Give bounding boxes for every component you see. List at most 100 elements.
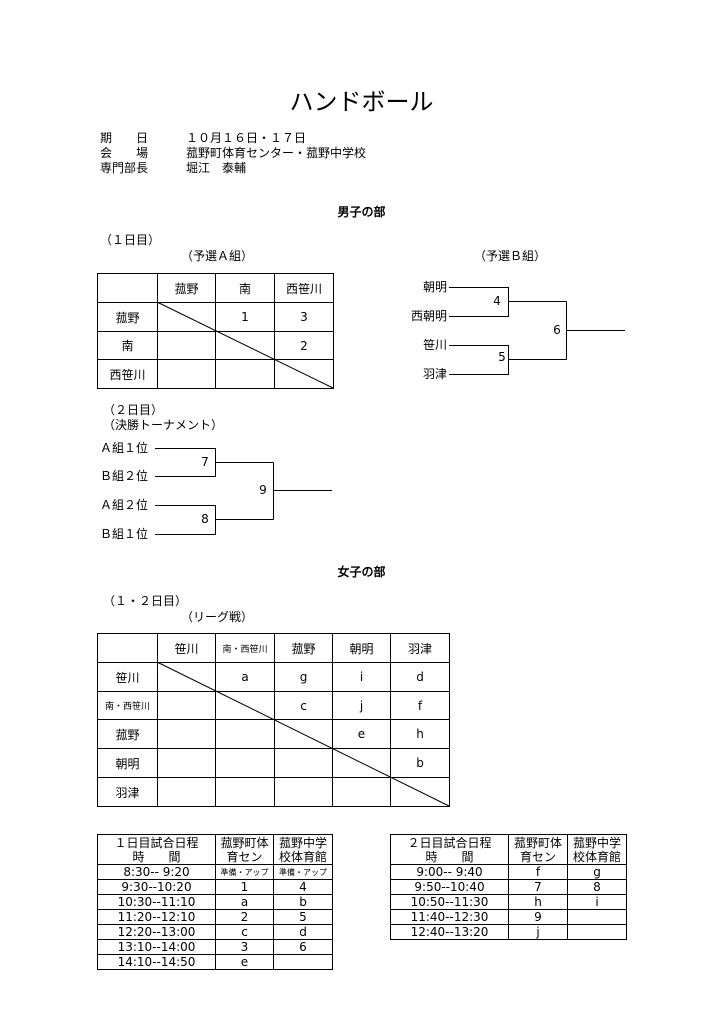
final-seed: Ｂ組１位: [100, 527, 149, 541]
girls-heading: 女子の部: [337, 565, 386, 579]
result-cell: [157, 359, 216, 389]
row-header: 笹川: [97, 662, 158, 692]
venue-line: 育セン: [226, 849, 263, 864]
match-number: 7: [201, 455, 209, 469]
match-cell: 8: [567, 879, 627, 895]
group-b-team: 朝明: [422, 280, 447, 294]
result-cell: i: [332, 662, 391, 692]
match-cell: 4: [273, 879, 333, 895]
group-b-bracket-match-4: [449, 287, 567, 317]
row-header: 南・西笹川: [97, 691, 158, 720]
row-header: 菰野: [97, 719, 158, 749]
venue-line: 菰野町体: [220, 835, 269, 850]
result-cell: [157, 748, 216, 778]
result-cell: [390, 777, 450, 807]
boys-day2-label: （２日目）: [103, 403, 164, 417]
row-header: 西笹川: [97, 359, 158, 389]
result-cell: [215, 691, 275, 720]
corner-cell: [97, 633, 158, 663]
row-header: 朝明: [97, 748, 158, 778]
group-b-team: 西朝明: [410, 309, 447, 323]
day2-schedule-table: ２日目試合日程 時 間 菰野町体 育セン 菰野中学 校体育館 9:00-- 9:…: [390, 834, 627, 940]
match-cell: h: [508, 894, 568, 910]
info-value-venue: 菰野町体育センター・菰野中学校: [186, 146, 367, 160]
match-number: 8: [201, 512, 209, 526]
venue-header: 菰野中学 校体育館: [567, 834, 627, 865]
result-cell: d: [390, 662, 450, 692]
result-cell: g: [274, 662, 333, 692]
time-cell: 10:30--11:10: [97, 894, 216, 910]
match-cell: 6: [273, 939, 333, 955]
result-cell: 2: [274, 331, 334, 360]
girls-league-table: 笹川 南・西笹川 菰野 朝明 羽津 笹川 a g i d 南・西笹川 c j f…: [97, 633, 450, 807]
result-cell: [274, 719, 333, 749]
result-cell: 3: [274, 302, 334, 332]
time-cell: 13:10--14:00: [97, 939, 216, 955]
result-cell: [157, 662, 216, 692]
boys-heading: 男子の部: [337, 205, 386, 219]
venue-line: 校体育館: [278, 849, 327, 864]
result-cell: [215, 777, 275, 807]
final-bracket-match-7: [155, 448, 274, 477]
group-a-table: 菰野 南 西笹川 菰野 1 3 南 2 西笹川: [97, 273, 334, 389]
result-cell: [274, 777, 333, 807]
match-cell: 準備・アップ: [273, 864, 333, 880]
match-cell: [567, 909, 627, 925]
time-cell: 11:20--12:10: [97, 909, 216, 925]
match-cell: e: [215, 954, 274, 970]
match-cell: i: [567, 894, 627, 910]
row-header: 南: [97, 331, 158, 360]
group-b-bracket-match-5: [449, 345, 567, 375]
result-cell: [215, 331, 275, 360]
col-header: 羽津: [390, 633, 450, 663]
match-cell: 3: [215, 939, 274, 955]
schedule-title-cell: ２日目試合日程 時 間: [390, 834, 509, 865]
result-cell: [157, 331, 216, 360]
result-cell: h: [390, 719, 450, 749]
final-seed: Ａ組２位: [100, 498, 149, 512]
venue-line: 菰野中学: [278, 835, 327, 850]
venue-line: 菰野中学: [572, 835, 621, 850]
girls-days-label: （１・２日目）: [103, 594, 188, 608]
result-cell: [332, 777, 391, 807]
time-cell: 8:30-- 9:20: [97, 864, 216, 880]
match-cell: 準備・アップ: [215, 864, 274, 880]
match-cell: j: [508, 924, 568, 940]
time-cell: 12:40--13:20: [390, 924, 509, 940]
final-label: （決勝トーナメント）: [103, 418, 224, 432]
info-label-director: 専門部長: [100, 161, 149, 175]
result-cell: [157, 302, 216, 332]
time-header: 時 間: [425, 849, 474, 864]
result-cell: [157, 777, 216, 807]
boys-day1-label: （１日目）: [100, 233, 161, 247]
match-cell: 1: [215, 879, 274, 895]
match-cell: 9: [508, 909, 568, 925]
time-cell: 9:50--10:40: [390, 879, 509, 895]
result-cell: [215, 359, 275, 389]
schedule-title: ２日目試合日程: [407, 835, 492, 850]
col-header: 菰野: [274, 633, 333, 663]
col-header: 朝明: [332, 633, 391, 663]
match-cell: [273, 954, 333, 970]
venue-line: 育セン: [519, 849, 556, 864]
result-cell: a: [215, 662, 275, 692]
match-cell: b: [273, 894, 333, 910]
time-header: 時 間: [132, 849, 181, 864]
venue-line: 菰野町体: [513, 835, 562, 850]
result-cell: [157, 719, 216, 749]
result-cell: f: [390, 691, 450, 720]
result-cell: [157, 691, 216, 720]
col-header: 南: [215, 273, 275, 303]
info-label-date: 期 日: [100, 131, 149, 145]
info-value-date: １０月１６日・１７日: [186, 131, 307, 145]
venue-header: 菰野町体 育セン: [508, 834, 568, 865]
result-cell: [274, 748, 333, 778]
result-cell: [332, 748, 391, 778]
match-cell: a: [215, 894, 274, 910]
time-cell: 11:40--12:30: [390, 909, 509, 925]
time-cell: 10:50--11:30: [390, 894, 509, 910]
row-header: 菰野: [97, 302, 158, 332]
match-cell: f: [508, 864, 568, 880]
corner-cell: [97, 273, 158, 303]
group-a-label: （予選Ａ組）: [181, 249, 254, 263]
